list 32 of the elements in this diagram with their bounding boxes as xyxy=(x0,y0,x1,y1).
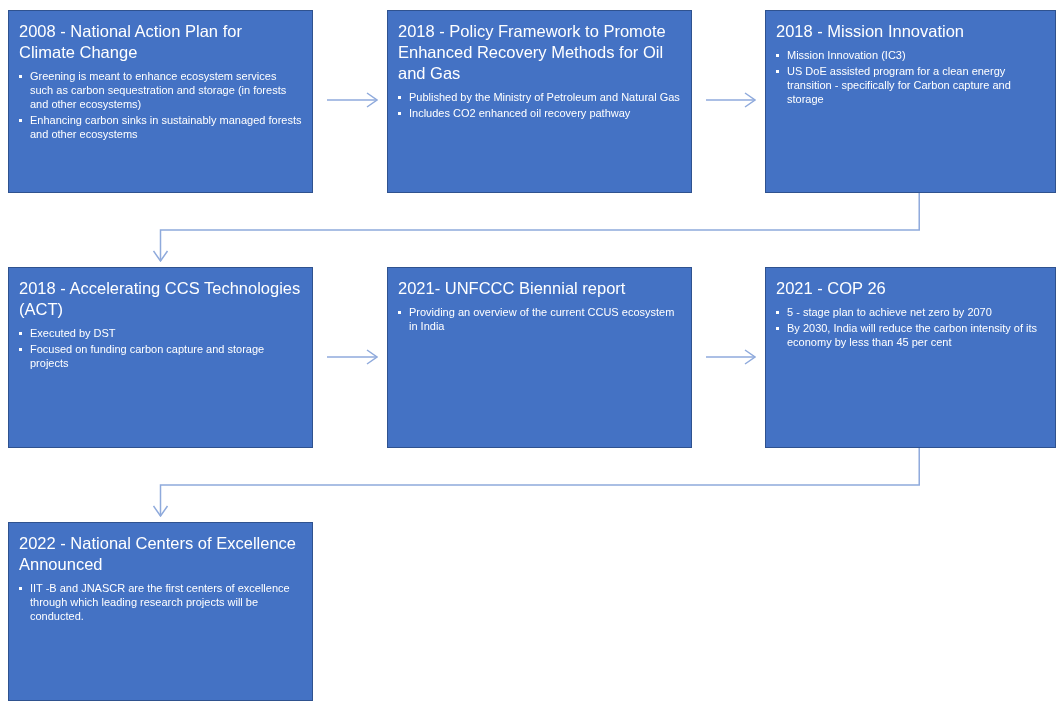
bullet-text: US DoE assisted program for a clean energy transition - specifically for Carbon capture and storage xyxy=(787,64,1012,106)
bullet-text: 5 - stage plan to achieve net zero by 2070 xyxy=(787,305,992,319)
bullet-text: IIT -B and JNASCR are the first centers of excellence through which leading research projects will be conducted. xyxy=(30,581,291,623)
box-heading: 2018 - Mission Innovation xyxy=(776,21,966,42)
box-heading: 2008 - National Action Plan for Climate Change xyxy=(19,21,243,63)
bullet-text: Includes CO2 enhanced oil recovery pathway xyxy=(409,106,631,120)
timeline-box xyxy=(387,267,692,448)
box-heading: 2018 - Policy Framework to Promote Enhanced Recovery Methods for Oil and Gas xyxy=(398,21,667,84)
bullet-text: Greening is meant to enhance ecosystem services such as carbon sequestration and storage (in forests and other ecosystems) xyxy=(30,69,288,111)
timeline-box xyxy=(387,10,692,193)
arrow xyxy=(705,349,756,365)
box-heading: 2021- UNFCCC Biennial report xyxy=(398,278,627,299)
bullet-text: Providing an overview of the current CCUS ecosystem in India xyxy=(409,305,676,333)
bullet-text: Executed by DST xyxy=(30,326,116,340)
timeline-box xyxy=(8,267,313,448)
box-heading: 2018 - Accelerating CCS Technologies (ACT) xyxy=(19,278,302,320)
timeline-box xyxy=(8,10,313,193)
arrow xyxy=(326,92,378,108)
arrow xyxy=(326,349,378,365)
arrow xyxy=(152,192,920,262)
timeline-box xyxy=(765,267,1056,448)
bullet-text: Published by the Ministry of Petroleum and Natural Gas xyxy=(409,90,680,104)
bullet-text: Mission Innovation (IC3) xyxy=(787,48,906,62)
bullet-text: Focused on funding carbon capture and storage projects xyxy=(30,342,266,370)
arrow xyxy=(705,92,756,108)
box-heading: 2021 - COP 26 xyxy=(776,278,887,299)
bullet-text: By 2030, India will reduce the carbon intensity of its economy by less than 45 per cent xyxy=(787,321,1039,349)
arrow xyxy=(152,447,920,517)
timeline-box xyxy=(765,10,1056,193)
bullet-text: Enhancing carbon sinks in sustainably managed forests and other ecosystems xyxy=(30,113,302,141)
timeline-box xyxy=(8,522,313,701)
box-heading: 2022 - National Centers of Excellence Announced xyxy=(19,533,297,575)
